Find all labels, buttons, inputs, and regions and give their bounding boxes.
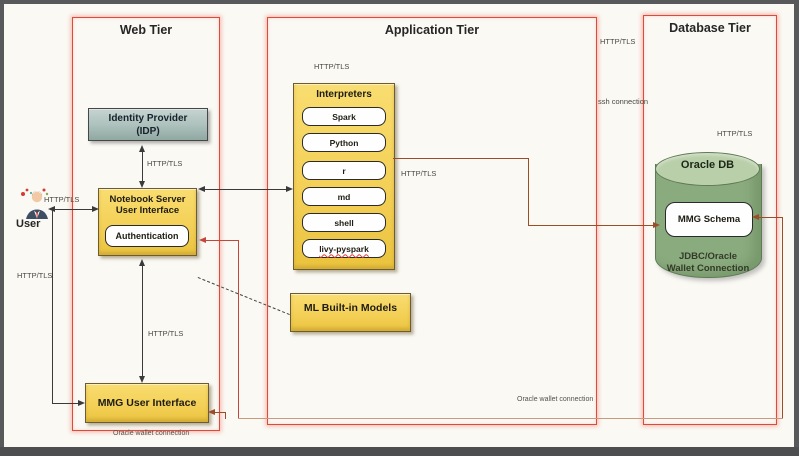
arrowhead-to-mmg-schema-right	[752, 213, 759, 220]
line-auth-horizontal	[205, 240, 239, 241]
arrowhead-to-authentication	[199, 236, 206, 243]
mmg-schema-box: MMG Schema	[665, 202, 753, 237]
identity-provider-box: Identity Provider (IDP)	[88, 108, 208, 141]
interpreter-python: Python	[302, 133, 386, 152]
line-user-mmg-horizontal	[52, 403, 80, 404]
application-tier-container: Application Tier	[267, 17, 597, 425]
line-interpreters-schema-seg2	[528, 158, 529, 225]
label-ssh-connection: ssh connection	[598, 97, 649, 106]
web-tier-title: Web Tier	[119, 23, 173, 37]
arrowhead-to-notebook-right	[198, 186, 205, 192]
interpreter-md: md	[302, 187, 386, 206]
line-mmg-connector-horizontal	[214, 412, 226, 413]
window-bottom-bar	[0, 447, 799, 456]
line-schema-right-horizontal	[758, 217, 783, 218]
diagram-canvas: Web Tier Application Tier Database Tier	[4, 4, 794, 447]
notebook-label-line1: Notebook Server	[109, 194, 186, 205]
label-gap-http-tls: HTTP/TLS	[600, 37, 636, 46]
label-notebook-mmg-http-tls: HTTP/TLS	[148, 329, 184, 338]
label-interpreters-http-tls: HTTP/TLS	[314, 62, 350, 71]
interpreter-livy-pyspark: livy-pyspark	[302, 239, 386, 258]
jdbc-wallet-connection-label: JDBC/Oracle Wallet Connection	[666, 251, 750, 274]
line-notebook-interpreters	[204, 189, 288, 190]
arrowhead-to-mmg-ui-right	[208, 408, 215, 415]
line-idp-notebook	[142, 150, 143, 184]
user-icon	[14, 186, 58, 232]
interpreter-r: r	[302, 161, 386, 180]
database-tier-container: Database Tier	[643, 15, 777, 425]
interpreter-shell: shell	[302, 213, 386, 232]
arrowhead-to-interpreters	[286, 186, 293, 192]
line-user-mmg-vertical	[52, 210, 53, 403]
user-label: User	[16, 218, 41, 230]
mmg-user-interface-box: MMG User Interface	[85, 383, 209, 423]
arrowhead-to-mmg-ui-left	[78, 400, 85, 406]
oracle-db-label: Oracle DB	[680, 159, 735, 171]
notebook-label-line2: User Interface	[115, 205, 180, 217]
idp-label-line2: (IDP)	[136, 125, 160, 137]
label-idp-notebook-http-tls: HTTP/TLS	[147, 159, 183, 168]
arrowhead-to-notebook-top	[138, 181, 145, 188]
arrowhead-to-notebook-bottom	[138, 259, 145, 266]
line-auth-vertical	[238, 240, 239, 419]
interpreters-title: Interpreters	[316, 89, 372, 100]
label-user-notebook-http-tls: HTTP/TLS	[44, 195, 80, 204]
application-tier-title: Application Tier	[384, 23, 480, 37]
label-oracle-wallet-connection-web: Oracle wallet connection	[113, 430, 190, 437]
oracle-db-cylinder-top	[655, 152, 760, 186]
interpreter-spark: Spark	[302, 107, 386, 126]
arrowhead-to-notebook	[92, 206, 99, 212]
authentication-box: Authentication	[105, 225, 189, 247]
line-interpreters-schema-seg1	[393, 158, 528, 159]
ml-built-in-models-box: ML Built-in Models	[290, 293, 411, 332]
database-tier-title: Database Tier	[669, 21, 751, 35]
arrowhead-to-mmg-schema-left	[653, 221, 660, 228]
arrowhead-to-mmg-ui-top	[138, 376, 145, 383]
arrowhead-to-idp	[138, 145, 145, 152]
label-db-http-tls: HTTP/TLS	[717, 129, 753, 138]
label-user-mmg-http-tls: HTTP/TLS	[17, 271, 53, 280]
idp-label-line1: Identity Provider	[108, 113, 188, 124]
line-interpreters-schema-seg3	[528, 225, 655, 226]
line-mmg-connector-vertical	[225, 412, 226, 419]
label-oracle-wallet-connection-app: Oracle wallet connection	[517, 396, 594, 403]
arrowhead-to-user	[48, 206, 55, 212]
label-interpreters-schema-http-tls: HTTP/TLS	[401, 169, 437, 178]
line-wallet-bottom	[238, 418, 783, 419]
web-tier-container: Web Tier	[72, 17, 220, 431]
line-notebook-mmg	[142, 264, 143, 378]
line-schema-right-vertical	[782, 217, 783, 419]
line-user-notebook	[54, 209, 94, 210]
